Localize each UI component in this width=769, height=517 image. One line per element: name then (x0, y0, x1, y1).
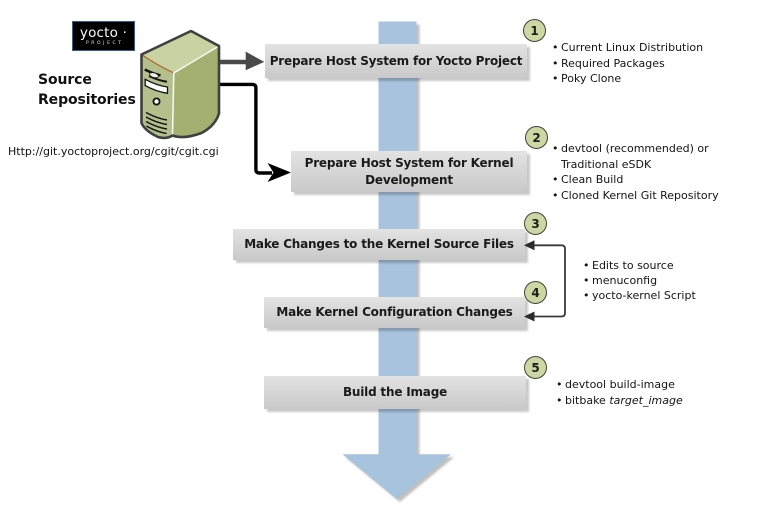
bracket-arrowhead-step3-icon (524, 240, 535, 251)
server-front-details (144, 68, 169, 135)
yocto-logo: yocto · PROJECT (72, 21, 135, 51)
note-item: bitbake target_image (556, 393, 683, 409)
note-item: Edits to source (583, 259, 696, 274)
note-item: Current Linux Distribution (552, 40, 703, 56)
step-number-1: 1 (523, 19, 546, 42)
steps-3-4-shared-notes: Edits to source menuconfig yocto-kernel … (583, 259, 696, 303)
note-item: Clean Build (552, 172, 719, 188)
source-repositories-label: Source Repositories (38, 72, 136, 108)
arrow-to-step1-icon (214, 51, 265, 71)
note-item: Cloned Kernel Git Repository (552, 188, 719, 204)
note-item: devtool (recommended) or Traditional eSD… (552, 141, 711, 172)
step-box-3-label: Make Changes to the Kernel Source Files (244, 237, 514, 251)
note-item: devtool build-image (556, 377, 683, 393)
server-icon (140, 29, 221, 140)
step-1-notes: Current Linux Distribution Required Pack… (552, 40, 703, 87)
step-2-notes: devtool (recommended) or Traditional eSD… (552, 141, 719, 203)
yocto-logo-brand: yocto · (79, 24, 128, 41)
step-box-4: Make Kernel Configuration Changes (264, 297, 525, 328)
step-box-1: Prepare Host System for Yocto Project (265, 44, 527, 78)
step-box-2-label: Prepare Host System for Kernel Developme… (304, 155, 514, 187)
note-bitbake-target: target_image (609, 393, 683, 407)
note-item: menuconfig (583, 274, 696, 289)
step-number-5: 5 (524, 356, 547, 379)
step-5-notes: devtool build-image bitbake target_image (556, 377, 683, 408)
flow-down-arrow-icon (342, 21, 451, 499)
step-number-2: 2 (525, 126, 548, 149)
yocto-logo-subtitle: PROJECT (85, 40, 124, 46)
step-number-3: 3 (524, 212, 547, 235)
step-box-5: Build the Image (264, 376, 526, 409)
step-box-5-label: Build the Image (342, 385, 448, 399)
step-box-2: Prepare Host System for Kernel Developme… (291, 151, 527, 192)
bracket-arrowhead-step4-icon (524, 311, 535, 322)
arrow-to-step2-line (214, 82, 272, 175)
note-item: yocto-kernel Script (583, 289, 696, 304)
note-item: Poky Clone (552, 71, 703, 87)
step-box-4-label: Make Kernel Configuration Changes (276, 305, 513, 319)
note-bitbake-prefix: bitbake (565, 393, 610, 407)
step-box-3: Make Changes to the Kernel Source Files (233, 229, 525, 260)
step-number-4: 4 (524, 281, 547, 304)
note-item: Required Packages (552, 56, 703, 72)
step-box-1-label: Prepare Host System for Yocto Project (269, 53, 523, 68)
arrow-to-step2-head-icon (267, 163, 291, 182)
source-repositories-url: Http://git.yoctoproject.org/cgit/cgit.cg… (8, 145, 219, 158)
